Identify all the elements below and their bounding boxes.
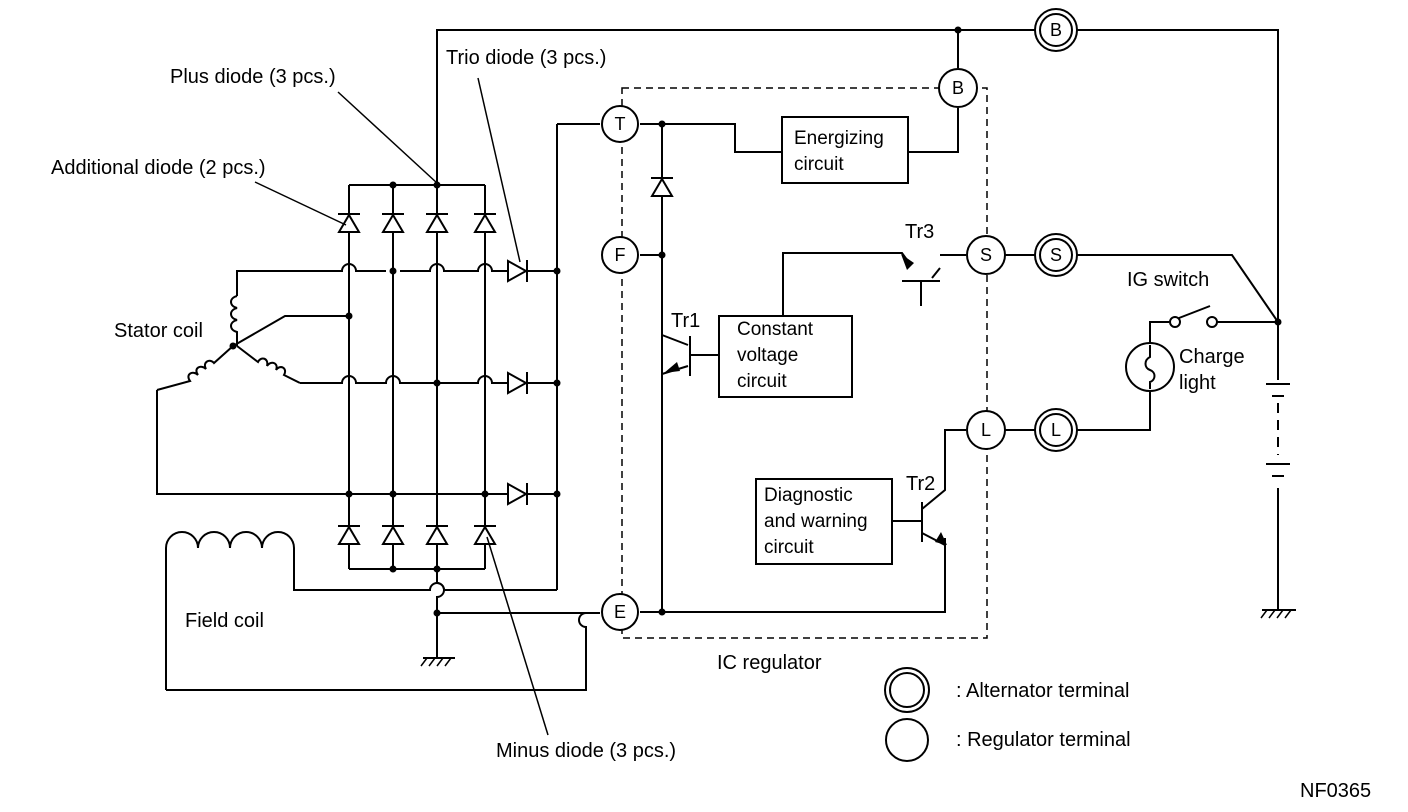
terminal-s-regulator: S xyxy=(966,235,1006,275)
constant-voltage-label-3: circuit xyxy=(737,371,787,392)
legend-alternator-label: : Alternator terminal xyxy=(956,680,1129,702)
svg-text:S: S xyxy=(980,245,992,265)
label-tr1: Tr1 xyxy=(671,310,700,332)
terminal-s-alternator: S xyxy=(1034,233,1078,277)
svg-text:L: L xyxy=(981,420,991,440)
terminal-l-alternator: L xyxy=(1034,408,1078,452)
leader-lines xyxy=(254,77,549,736)
label-charge-light-2: light xyxy=(1179,372,1216,394)
label-ic-regulator: IC regulator xyxy=(717,652,822,674)
terminal-b-regulator: B xyxy=(938,68,978,108)
label-tr3: Tr3 xyxy=(905,221,934,243)
svg-text:B: B xyxy=(952,78,964,98)
svg-text:B: B xyxy=(1050,20,1062,40)
label-plus-diode: Plus diode (3 pcs.) xyxy=(170,66,336,88)
terminal-t: T xyxy=(601,105,639,143)
label-additional-diode: Additional diode (2 pcs.) xyxy=(51,157,266,179)
label-tr2: Tr2 xyxy=(906,473,935,495)
label-ig-switch: IG switch xyxy=(1127,269,1209,291)
ic-regulator-boundary xyxy=(621,87,988,639)
svg-text:T: T xyxy=(615,114,626,134)
energizing-label-2: circuit xyxy=(794,154,844,175)
diagnostic-label-3: circuit xyxy=(764,537,814,558)
external-wiring xyxy=(1005,254,1282,431)
battery-ground xyxy=(1260,609,1296,619)
svg-text:F: F xyxy=(615,245,626,265)
terminal-l-regulator: L xyxy=(966,410,1006,450)
constant-voltage-label-1: Constant xyxy=(737,319,814,340)
stator-coil xyxy=(156,295,301,391)
figure-code: NF0365 xyxy=(1300,780,1371,802)
legend-regulator-label: : Regulator terminal xyxy=(956,729,1131,751)
label-field-coil: Field coil xyxy=(185,610,264,632)
plus-diodes xyxy=(337,213,497,233)
diagnostic-label-2: and warning xyxy=(764,511,868,532)
legend-alternator-symbol xyxy=(884,667,930,713)
phase-lines xyxy=(156,263,508,495)
svg-text:L: L xyxy=(1051,420,1061,440)
label-charge-light-1: Charge xyxy=(1179,346,1245,368)
legend: : Alternator terminal : Regulator termin… xyxy=(884,667,1131,762)
energizing-label-1: Energizing xyxy=(794,128,884,149)
label-stator-coil: Stator coil xyxy=(114,320,203,342)
ig-switch xyxy=(1169,305,1218,328)
constant-voltage-label-2: voltage xyxy=(737,345,798,366)
minus-diodes xyxy=(337,525,497,545)
terminal-b-alternator: B xyxy=(1034,8,1078,52)
svg-text:S: S xyxy=(1050,245,1062,265)
diagnostic-circuit-block: Diagnostic and warning circuit xyxy=(755,478,893,565)
label-minus-diode: Minus diode (3 pcs.) xyxy=(496,740,676,762)
rectifier-ground xyxy=(420,569,586,667)
terminal-e: E xyxy=(601,593,639,631)
label-trio-diode: Trio diode (3 pcs.) xyxy=(446,47,606,69)
svg-text:E: E xyxy=(614,602,626,622)
energizing-circuit-block: Energizing circuit xyxy=(781,116,909,184)
terminal-f: F xyxy=(601,236,639,274)
rectifier-bridge xyxy=(345,181,489,573)
regulator-internal-wiring xyxy=(640,108,966,616)
battery xyxy=(1262,380,1294,488)
trio-diodes xyxy=(507,123,600,590)
charge-light-lamp xyxy=(1125,342,1175,392)
constant-voltage-circuit-block: Constant voltage circuit xyxy=(718,315,853,398)
diagnostic-label-1: Diagnostic xyxy=(764,485,853,506)
legend-regulator-symbol xyxy=(885,718,929,762)
